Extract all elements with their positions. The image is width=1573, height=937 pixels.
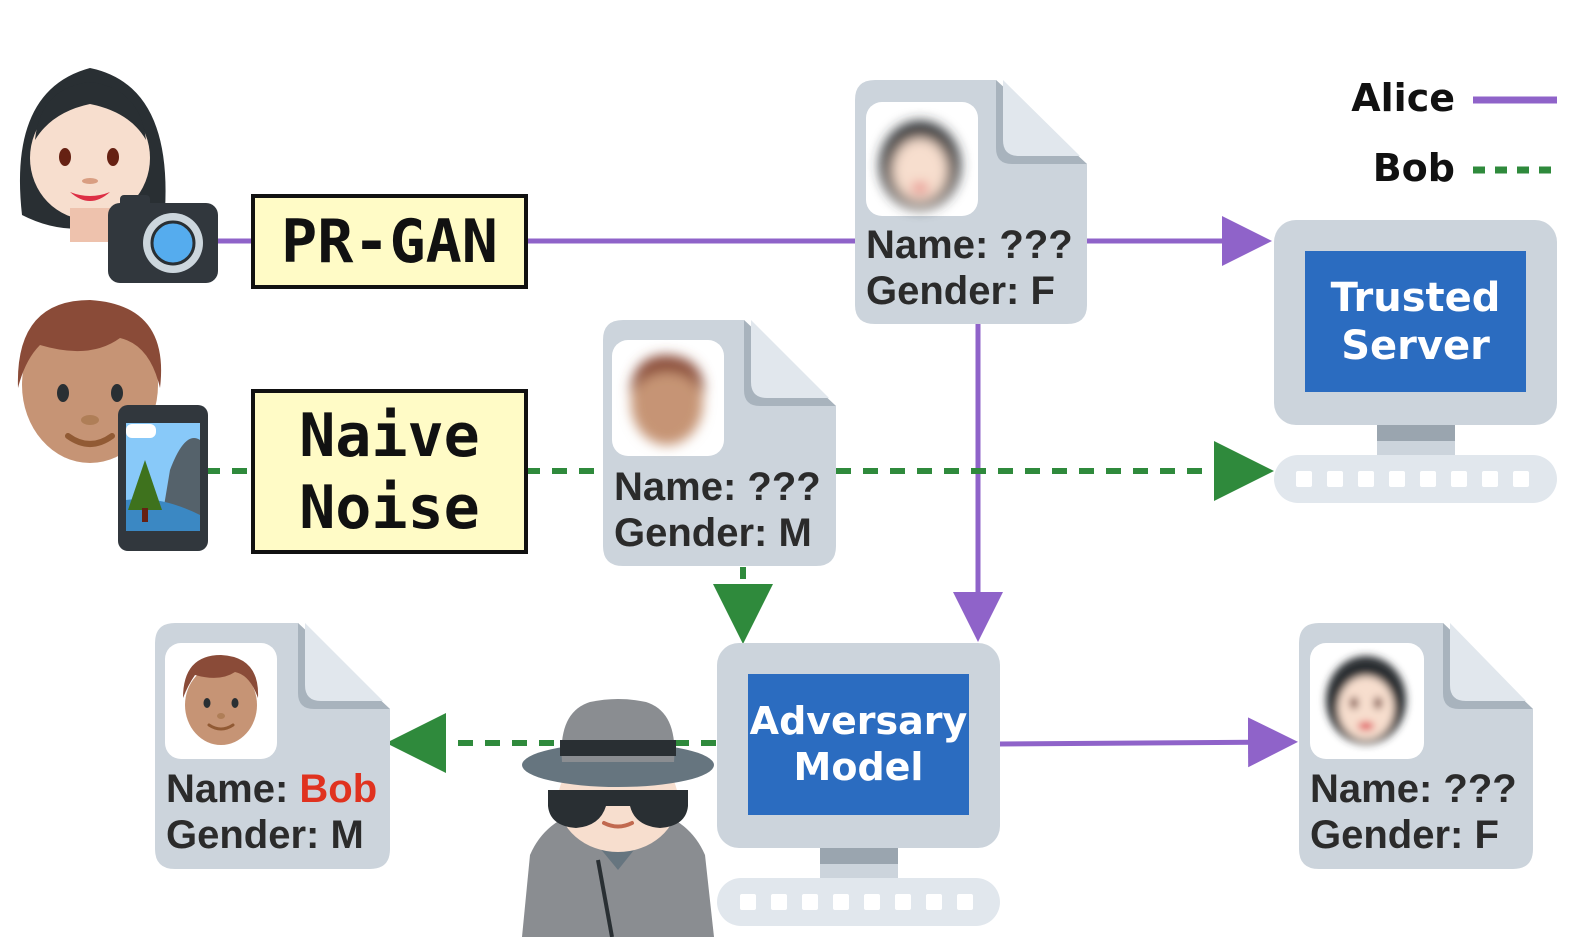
document-alice-encoded xyxy=(855,80,1087,324)
document-alice-protected xyxy=(1299,623,1533,869)
doc-alice-encoded-text: Name: ??? Gender: F xyxy=(866,222,1073,314)
detective-icon xyxy=(522,699,714,937)
trusted-server-line1: Trusted xyxy=(1330,274,1501,321)
doc-name-line: Name: ??? xyxy=(614,465,821,509)
doc-name-line: Name: Bob xyxy=(166,767,378,811)
doc-gender-line: Gender: M xyxy=(614,511,812,555)
document-bob-identified xyxy=(155,623,390,869)
doc-name-line: Name: ??? xyxy=(1310,767,1517,811)
naive-noise-box: Naive Noise xyxy=(251,389,528,554)
prgan-box: PR-GAN xyxy=(251,194,528,289)
alice-face-icon xyxy=(19,68,166,242)
doc-name-value: ??? xyxy=(747,465,821,509)
legend-alice-label: Alice xyxy=(1351,76,1455,120)
doc-gender-line: Gender: F xyxy=(866,269,1055,313)
adversary-computer-icon xyxy=(717,643,1000,926)
bob-face-icon xyxy=(17,300,162,463)
trusted-server-label: Trusted Server xyxy=(1305,251,1526,392)
camera-icon xyxy=(108,195,218,283)
doc-name-value: ??? xyxy=(1443,767,1517,811)
trusted-server-line2: Server xyxy=(1341,322,1490,369)
doc-alice-protected-text: Name: ??? Gender: F xyxy=(1310,766,1517,858)
doc-name-value: ??? xyxy=(999,223,1073,267)
prgan-label: PR-GAN xyxy=(281,206,498,277)
trusted-server-computer-icon xyxy=(1274,220,1557,503)
alice-arrow-adversary-to-output xyxy=(997,717,1298,768)
document-bob-noised xyxy=(603,320,836,566)
doc-bob-identified-text: Name: Bob Gender: M xyxy=(166,766,377,858)
legend-bob-label: Bob xyxy=(1372,146,1455,190)
bob-small-face-icon xyxy=(183,655,259,745)
doc-name-line: Name: ??? xyxy=(866,223,1073,267)
naive-noise-label-line1: Naive xyxy=(299,400,480,471)
doc-gender-line: Gender: M xyxy=(166,813,364,857)
naive-noise-label-line2: Noise xyxy=(299,472,480,543)
doc-bob-noised-text: Name: ??? Gender: M xyxy=(614,464,821,556)
adversary-model-label: Adversary Model xyxy=(748,674,969,815)
leaked-name-value: Bob xyxy=(299,767,378,811)
adversary-model-line1: Adversary xyxy=(749,698,968,743)
adversary-model-line2: Model xyxy=(793,744,924,789)
phone-icon xyxy=(118,405,208,551)
doc-gender-line: Gender: F xyxy=(1310,813,1499,857)
